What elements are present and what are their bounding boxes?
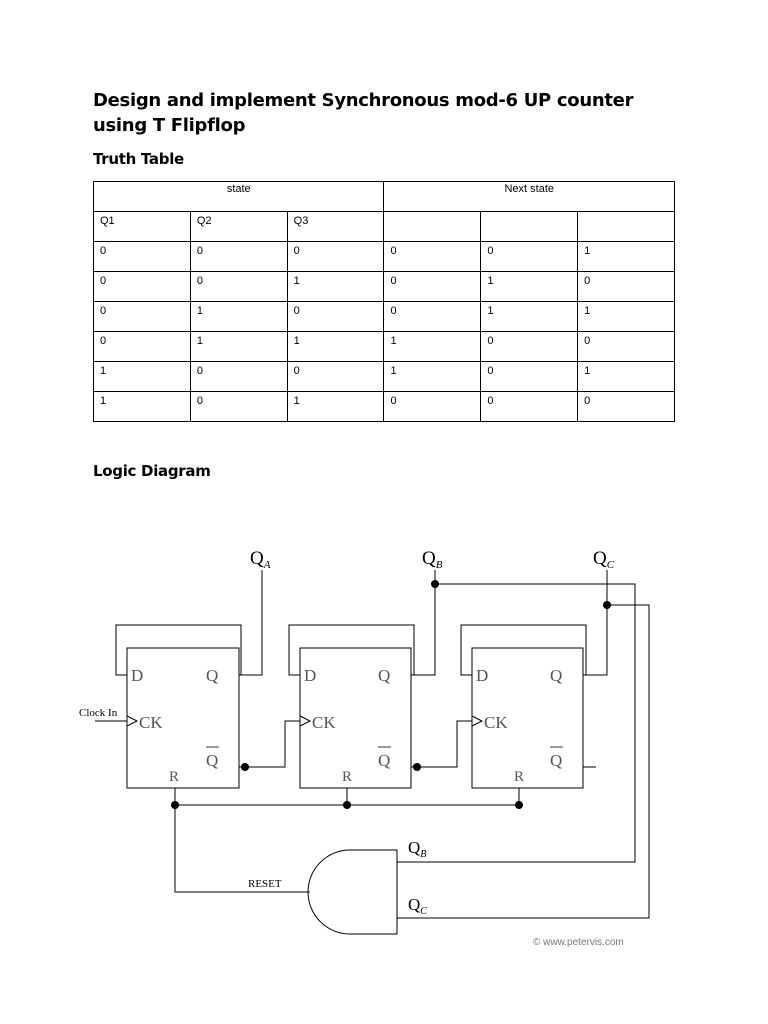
table-cell: 1 (286, 391, 385, 422)
pin-ck-label: CK (139, 713, 163, 732)
table-cell: 0 (383, 241, 482, 272)
truth-table-heading: Truth Table (93, 150, 184, 168)
table-cell: 1 (577, 301, 675, 332)
junction-dot (171, 801, 179, 809)
qb-output-wire (411, 570, 436, 676)
qb-bar-wire (411, 720, 472, 768)
credit-watermark: © www.petervis.com (533, 937, 624, 948)
clock-triangle-a (126, 715, 139, 727)
column-header (577, 211, 675, 242)
page-title: Design and implement Synchronous mod-6 U… (93, 90, 634, 136)
pin-r-label: R (514, 769, 524, 785)
pin-d-label: D (304, 666, 316, 685)
table-row: 1 0 1 0 0 0 (93, 391, 675, 422)
table-cell: 1 (93, 391, 191, 422)
truth-table: state Next state Q1 Q2 Q3 0 0 0 0 0 1 0 … (92, 181, 675, 422)
logic-diagram-heading: Logic Diagram (93, 462, 211, 480)
qa-output-wire (239, 570, 263, 676)
table-cell: 0 (577, 331, 675, 362)
pin-qbar-label: Q (550, 751, 562, 770)
table-cell: 0 (189, 271, 288, 302)
qc-to-gate-wire (397, 604, 650, 919)
pin-qbar-label: Q (378, 751, 390, 770)
qc-label: QC (593, 548, 615, 571)
gate-input-qc-label: QC (408, 895, 427, 917)
qb-label: QB (422, 548, 443, 571)
table-cell: 0 (383, 391, 482, 422)
table-group-header-row: state Next state (92, 181, 675, 212)
junction-dot (413, 763, 421, 771)
column-header: Q3 (286, 211, 385, 242)
clock-in-label: Clock In (79, 707, 118, 719)
table-cell: 1 (286, 271, 385, 302)
junction-dot (603, 601, 611, 609)
table-cell: 0 (286, 241, 385, 272)
junction-dot (241, 763, 249, 771)
qa-label: QA (250, 548, 271, 571)
pin-r-label: R (169, 769, 179, 785)
pin-qbar-label: Q (206, 751, 218, 770)
table-cell: 0 (577, 391, 675, 422)
junction-dot (431, 580, 439, 588)
reset-label: RESET (248, 878, 282, 890)
table-cell: 0 (93, 241, 191, 272)
table-cell: 0 (286, 301, 385, 332)
flipflop-c (471, 647, 584, 789)
table-row: 0 0 1 0 1 0 (93, 271, 675, 302)
gate-input-qb-label: QB (408, 838, 426, 860)
table-row: 1 0 0 1 0 1 (93, 361, 675, 392)
table-cell: 0 (480, 241, 579, 272)
pin-q-label: Q (206, 666, 218, 685)
table-cell: 0 (189, 391, 288, 422)
pin-d-label: D (476, 666, 488, 685)
table-cell: 0 (480, 361, 579, 392)
column-header: Q2 (189, 211, 288, 242)
pin-d-label: D (131, 666, 143, 685)
qb-to-gate-wire (397, 583, 636, 863)
pin-q-label: Q (550, 666, 562, 685)
table-cell: 0 (383, 301, 482, 332)
pin-ck-label: CK (312, 713, 336, 732)
table-column-header-row: Q1 Q2 Q3 (93, 211, 675, 242)
junction-dot (343, 801, 351, 809)
pin-q-label: Q (378, 666, 390, 685)
clock-triangle-b (299, 715, 312, 727)
column-header (383, 211, 482, 242)
group-header-next-state: Next state (383, 181, 675, 212)
table-cell: 0 (93, 301, 191, 332)
pin-ck-label: CK (484, 713, 508, 732)
table-row: 0 0 0 0 0 1 (93, 241, 675, 272)
flipflop-b (299, 647, 412, 789)
group-header-state: state (92, 181, 385, 212)
flipflop-a (126, 647, 240, 789)
table-cell: 0 (480, 391, 579, 422)
table-cell: 1 (383, 361, 482, 392)
qa-bar-wire (239, 720, 300, 768)
and-gate (307, 849, 398, 935)
reset-line-wire (174, 805, 310, 893)
qc-output-wire (583, 570, 608, 676)
table-cell: 1 (383, 331, 482, 362)
pin-r-label: R (342, 769, 352, 785)
junction-dot (515, 801, 523, 809)
clock-triangle-c (471, 715, 484, 727)
